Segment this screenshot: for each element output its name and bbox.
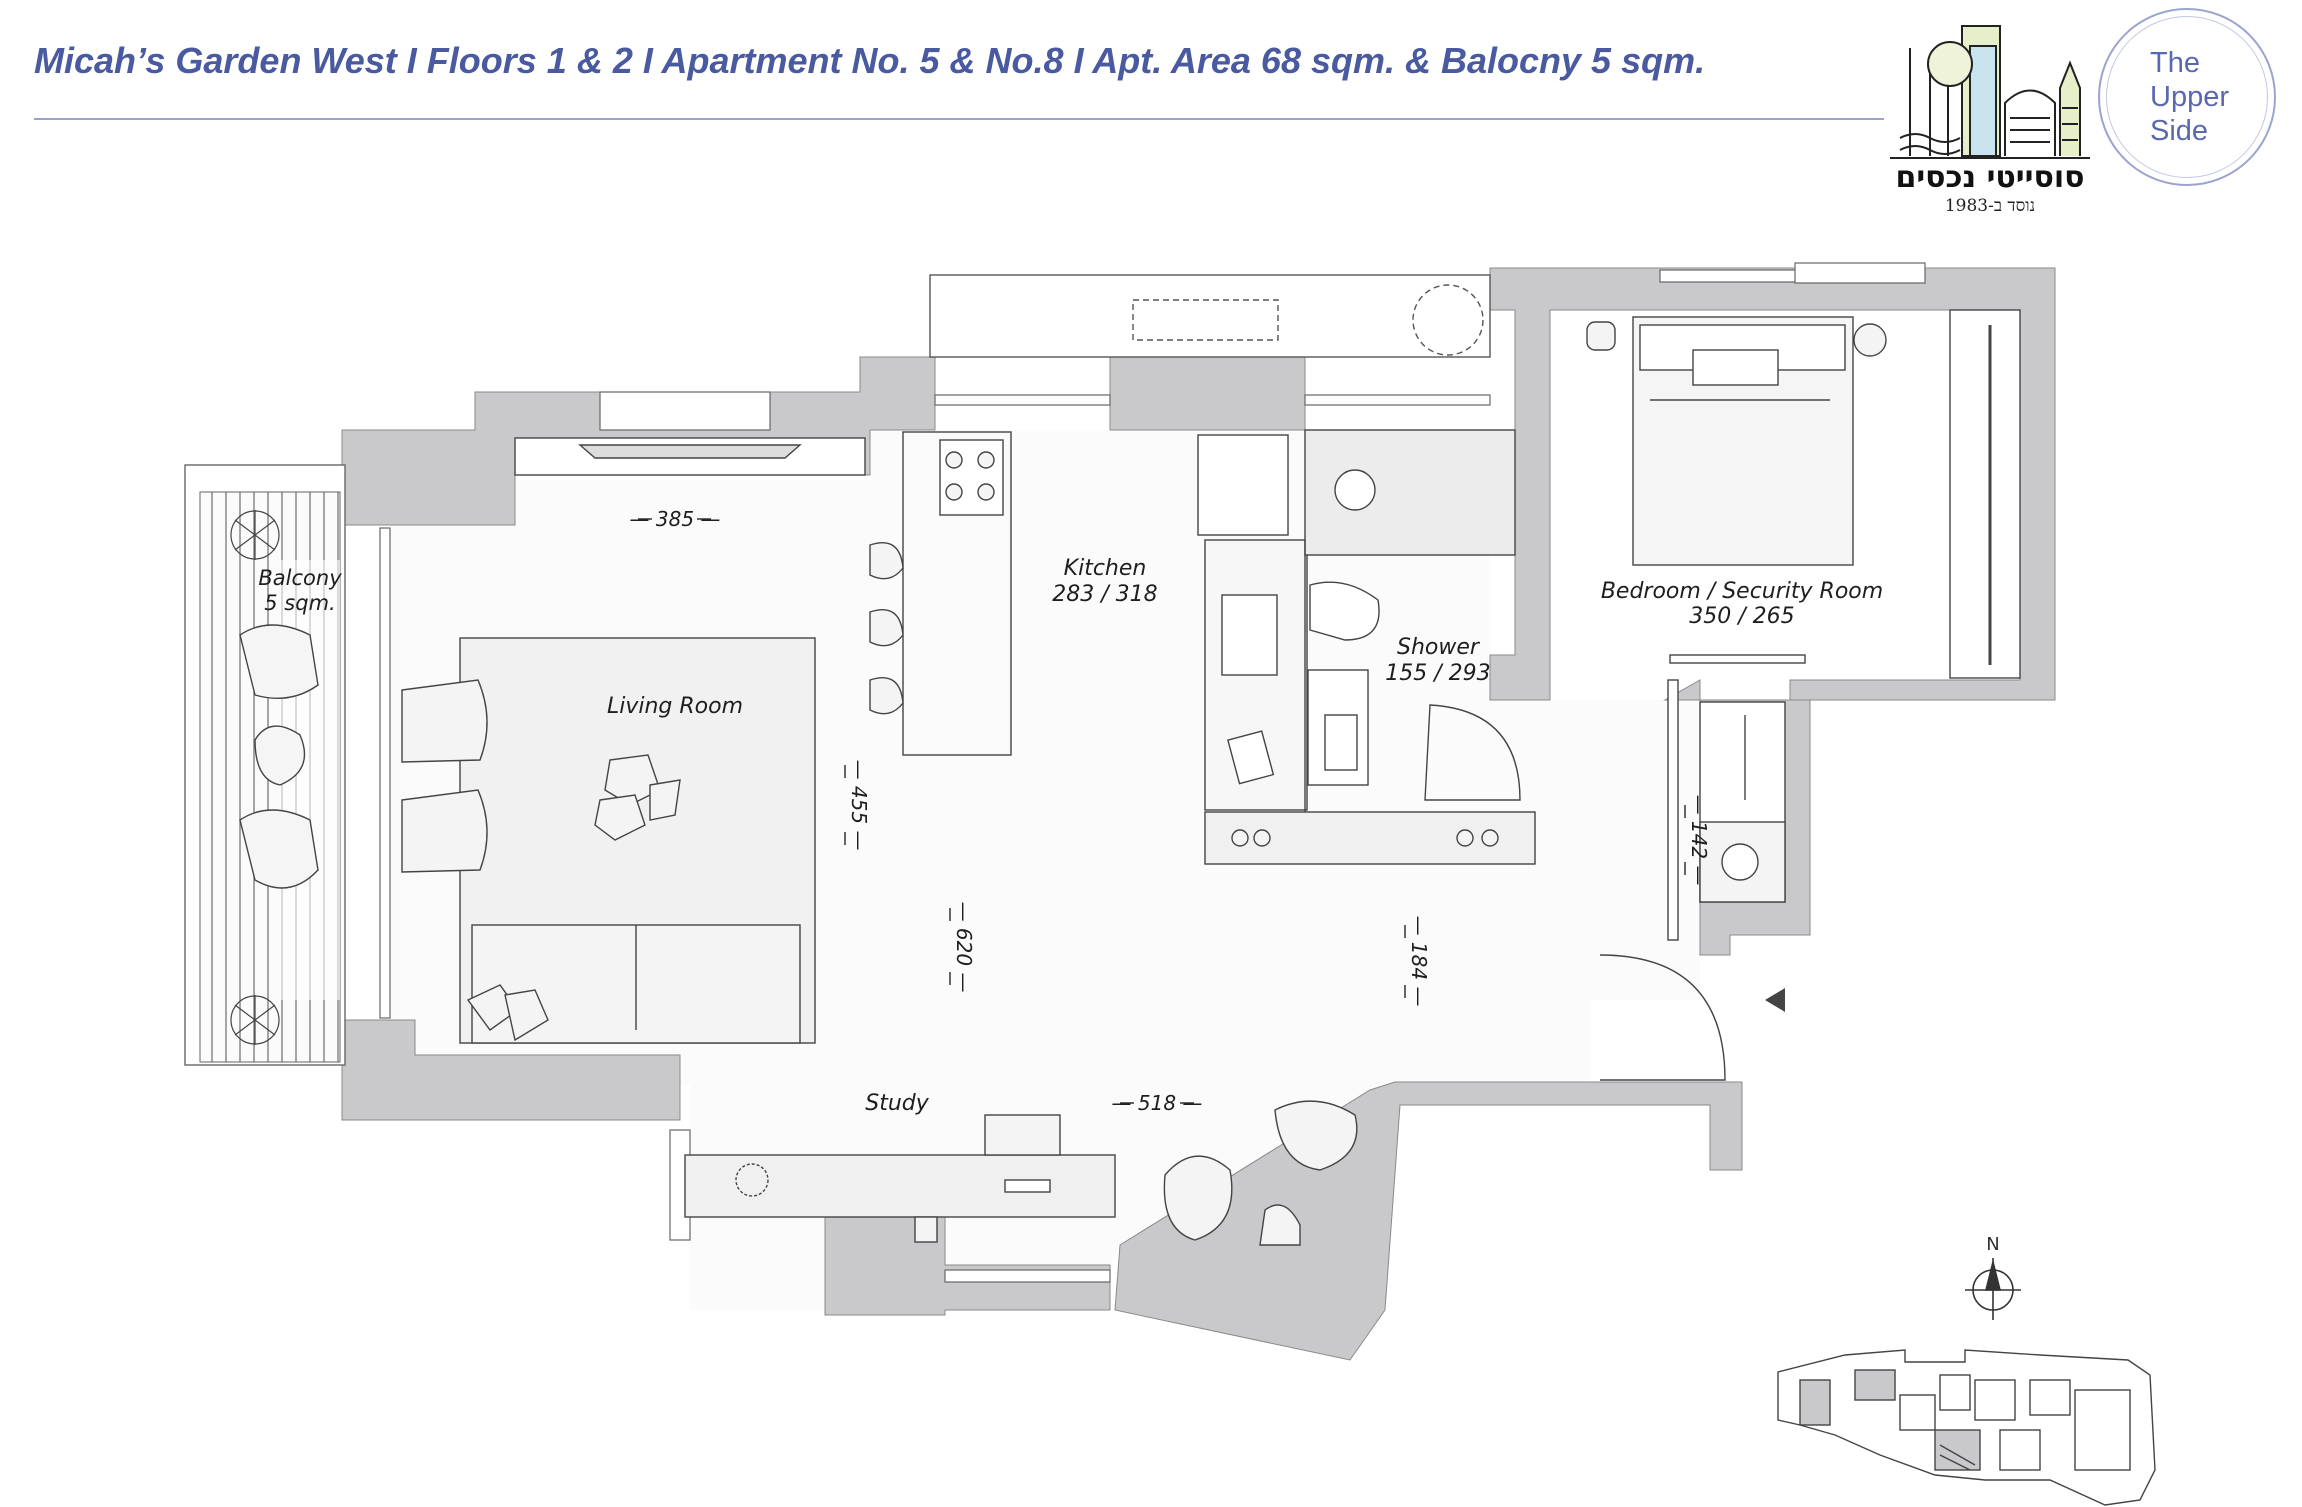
study-furniture bbox=[684, 1100, 1358, 1246]
living-room-furniture bbox=[401, 437, 866, 1044]
balcony bbox=[184, 464, 346, 1066]
shower-furniture bbox=[1197, 429, 1536, 865]
upper-side-seal: The Upper Side bbox=[2098, 8, 2276, 186]
study-width-dim: — 518 — bbox=[1112, 1091, 1203, 1115]
seal-text: The Upper Side bbox=[2150, 46, 2240, 148]
living-depth-dim: — 455 — bbox=[847, 760, 871, 851]
seal-line-3: Side bbox=[2150, 115, 2209, 147]
dimension-ticks bbox=[638, 518, 1686, 1104]
closet-depth-dim: — 142 — bbox=[1687, 795, 1711, 886]
entrance-arrow-icon bbox=[1765, 988, 1785, 1012]
north-compass-icon bbox=[1965, 1258, 2021, 1320]
seal-line-2: Upper bbox=[2150, 81, 2229, 113]
bedroom-furniture bbox=[1586, 309, 2021, 1081]
balcony-area-label: 5 sqm. bbox=[264, 591, 335, 615]
main-depth-dim: — 620 — bbox=[952, 902, 976, 993]
study-label: Study bbox=[865, 1091, 929, 1116]
shower-dims-label: 155 / 293 bbox=[1385, 661, 1490, 686]
seal-line-1: The bbox=[2150, 47, 2200, 79]
top-planter bbox=[929, 274, 1491, 358]
header-divider bbox=[34, 118, 1884, 120]
bedroom-label: Bedroom / Security Room bbox=[1601, 579, 1883, 604]
key-plan-icon bbox=[1777, 1349, 2156, 1506]
living-room-label: Living Room bbox=[607, 694, 743, 719]
balcony-label: Balcony bbox=[258, 566, 342, 590]
living-width-dim: — 385 — bbox=[630, 507, 721, 531]
skyline-logo-icon bbox=[1890, 25, 2090, 159]
header: Micah’s Garden West I Floors 1 & 2 I Apa… bbox=[34, 40, 1884, 100]
plan-title: Micah’s Garden West I Floors 1 & 2 I Apa… bbox=[34, 40, 1706, 81]
company-name: סוסייטי נכסים bbox=[1895, 160, 2085, 195]
kitchen-furniture bbox=[869, 431, 1012, 756]
company-founded: נוסד ב-1983 bbox=[1944, 196, 2036, 216]
kitchen-dims-label: 283 / 318 bbox=[1052, 582, 1157, 607]
shower-label: Shower bbox=[1397, 635, 1481, 660]
north-label: N bbox=[1986, 1234, 1999, 1255]
kitchen-label: Kitchen bbox=[1064, 556, 1147, 581]
seal-inner-ring bbox=[2106, 16, 2268, 178]
hall-depth-dim: — 184 — bbox=[1407, 916, 1431, 1007]
bedroom-dims-label: 350 / 265 bbox=[1689, 604, 1794, 629]
